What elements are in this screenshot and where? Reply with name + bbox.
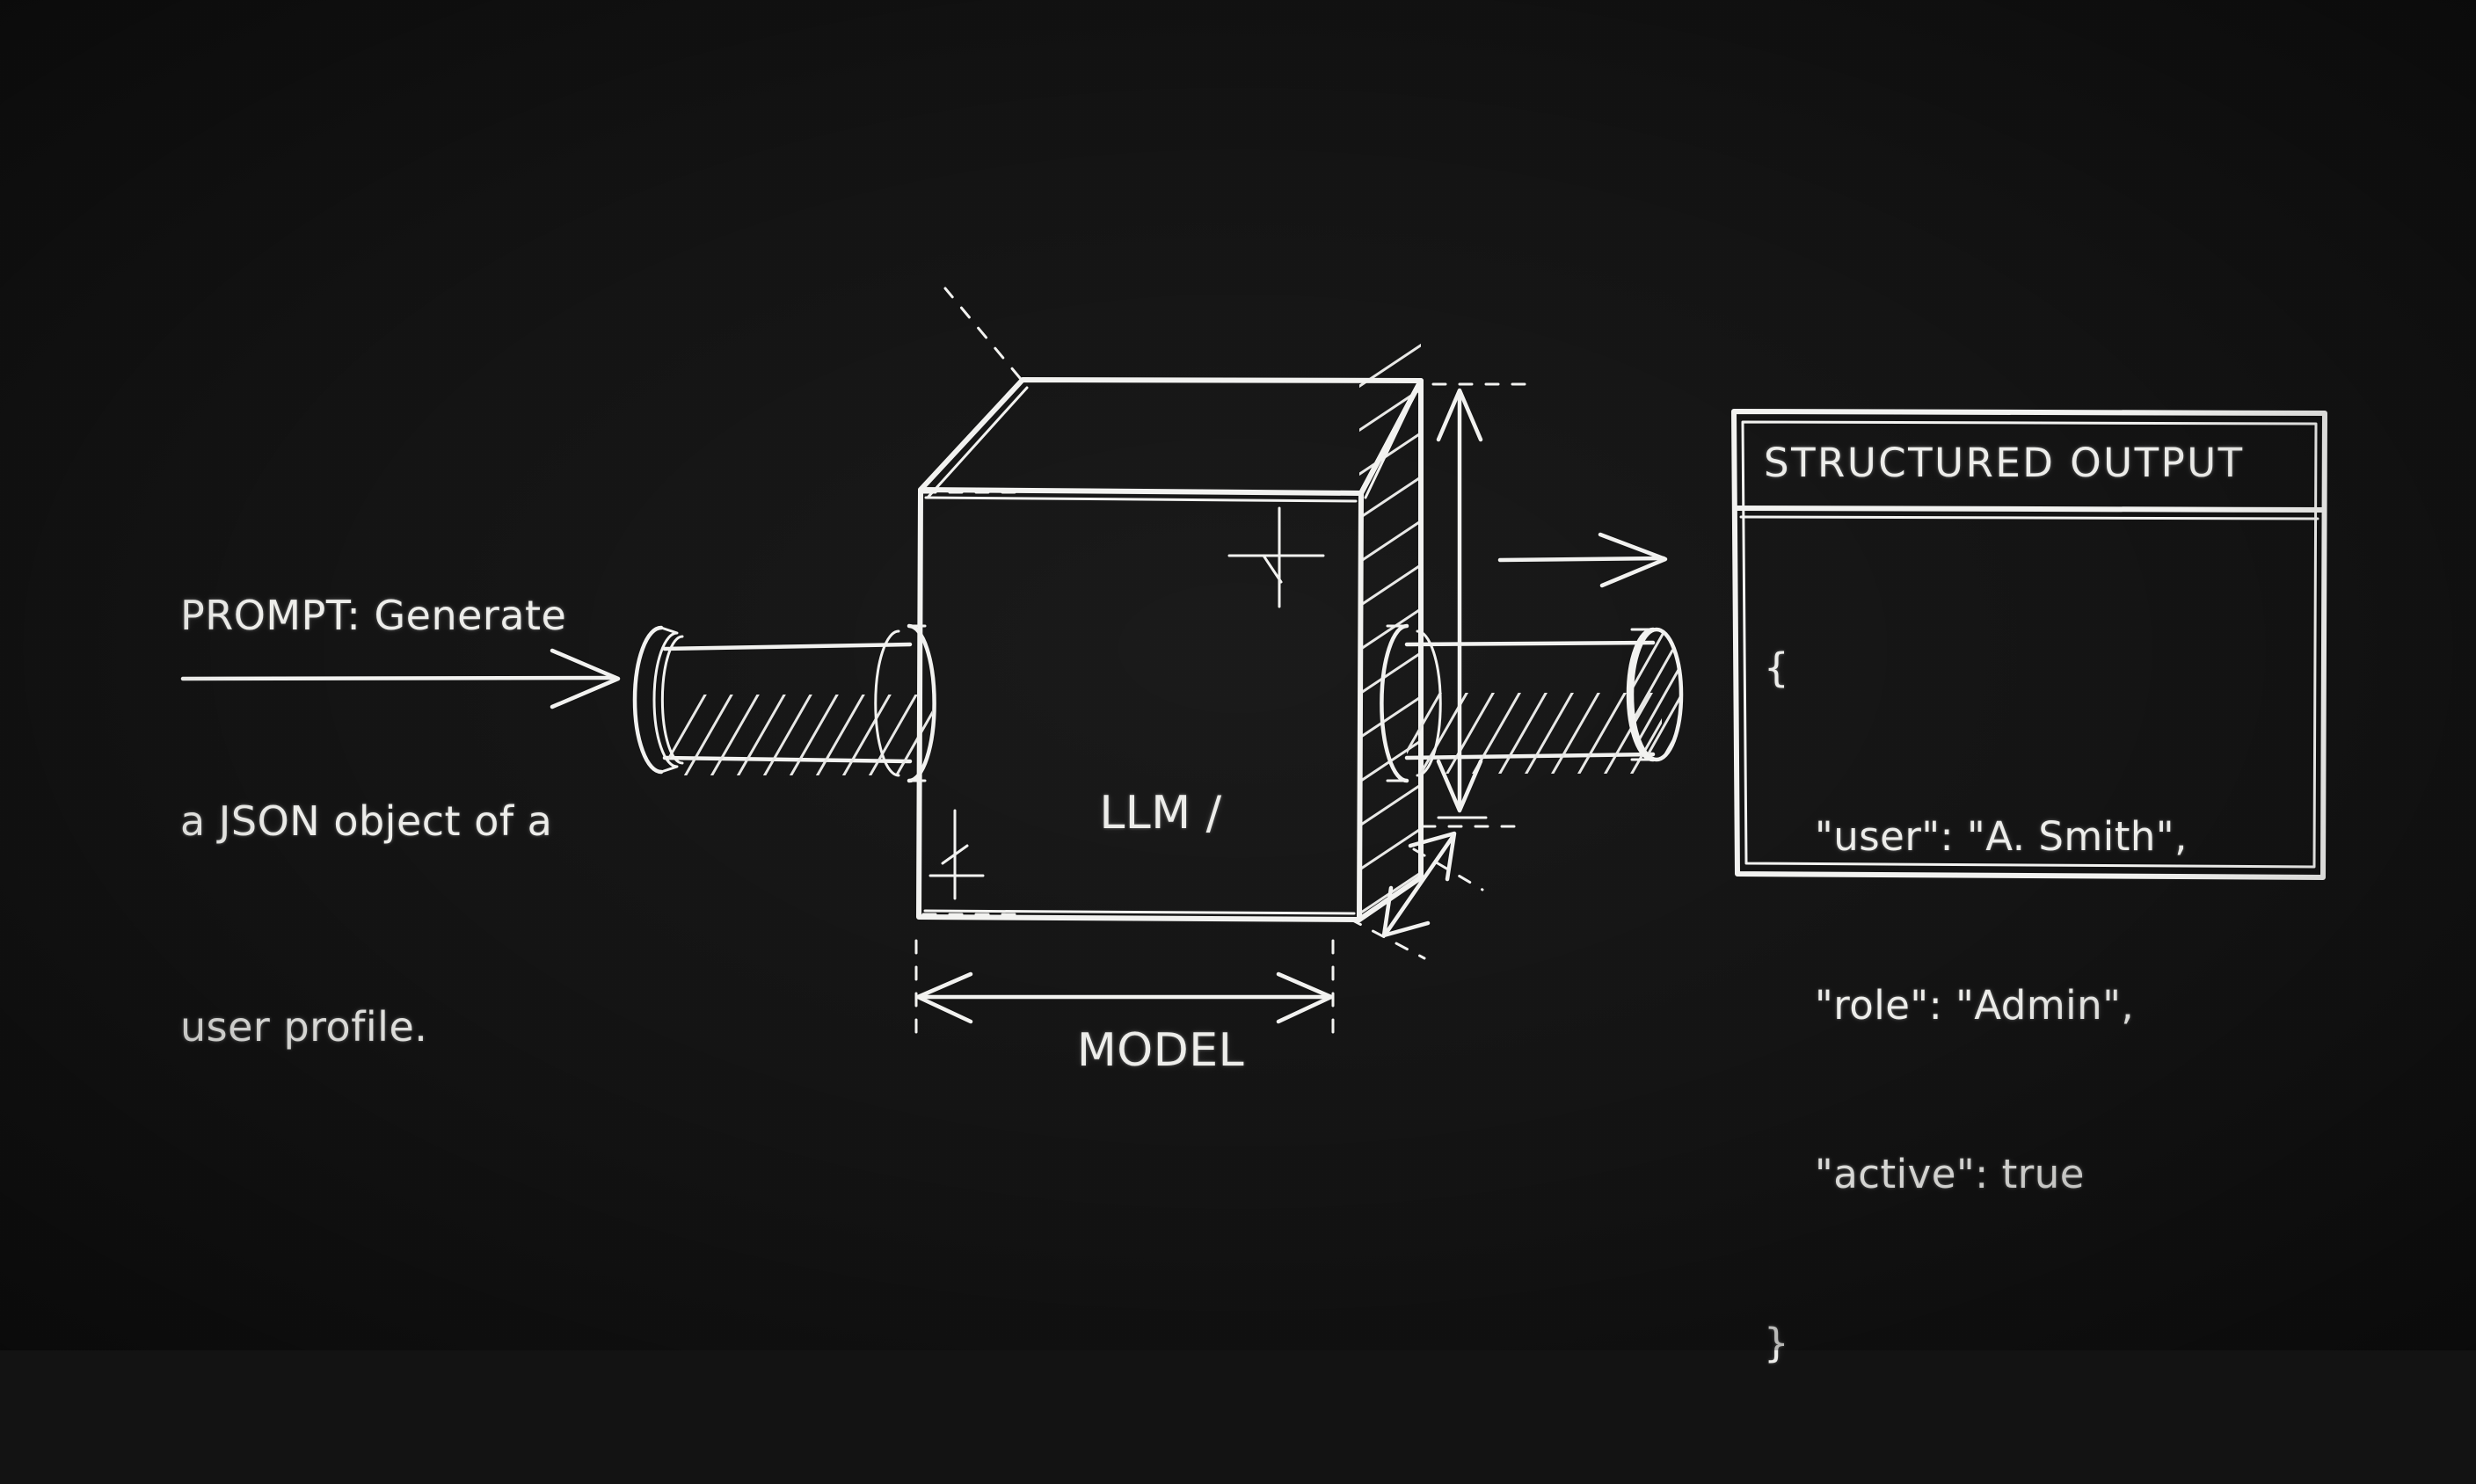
- output-inner-flange-double: [1416, 629, 1442, 777]
- top-diagonal-dash: [943, 287, 1022, 380]
- panel-inner-border: [1741, 420, 2318, 869]
- width-dimension-arrow: [915, 971, 1334, 1024]
- panel-title-divider-double: [1739, 515, 2319, 520]
- panel-outer-border: [1731, 409, 2327, 880]
- input-shaft-bottom-edge: [662, 755, 913, 764]
- depth-dim-arrowhead-lower: [1381, 885, 1431, 938]
- depth-dimension-arrow: [1381, 831, 1457, 938]
- llm-model-label-line-1: LLM /: [1099, 787, 1222, 840]
- cube-front-bottom-double: [923, 909, 1356, 915]
- input-arrow-shaft: [180, 675, 618, 681]
- prompt-line-1: PROMPT: Generate: [180, 592, 567, 639]
- height-dim-arrowhead-bottom: [1436, 759, 1483, 813]
- json-line-user: "user": "A. Smith",: [1815, 813, 2188, 860]
- input-shaft: [632, 623, 936, 783]
- cube-top-right-double: [1364, 389, 1418, 499]
- drawing-layer: [180, 287, 2327, 1048]
- crosshair-top-right-icon: [1227, 506, 1325, 608]
- input-flange-lip: [660, 635, 684, 765]
- prompt-input-arrow: [180, 648, 621, 709]
- structured-output-title: STRUCTURED OUTPUT: [1764, 440, 2245, 486]
- cube-side-hatching: [1359, 338, 1421, 921]
- panel-title-divider: [1733, 506, 2327, 513]
- height-dim-arrowhead-top: [1436, 388, 1483, 442]
- prompt-line-3: user profile.: [180, 1003, 428, 1051]
- structured-output-arrow: [1497, 532, 1668, 588]
- structured-output-panel-frame: [1731, 409, 2327, 880]
- json-close-brace: }: [1764, 1320, 1790, 1366]
- llm-model-label: LLM / MODEL: [1029, 615, 1293, 1248]
- input-flange-outer: [632, 625, 664, 775]
- output-shaft-top-edge: [1404, 640, 1656, 647]
- output-arrow-head: [1598, 532, 1668, 588]
- json-line-active: "active": true: [1815, 1151, 2085, 1197]
- cube-top-left-double: [926, 386, 1029, 499]
- output-shaft-bottom-edge: [1404, 752, 1656, 760]
- output-endcap-inner: [1626, 627, 1656, 762]
- width-dim-arrowhead-right: [1276, 971, 1334, 1024]
- structured-output-json: { "user": "A. Smith", "role": "Admin", "…: [1764, 527, 2188, 1484]
- width-dim-arrowhead-left: [915, 971, 973, 1024]
- height-dimension-arrow: [1436, 388, 1488, 819]
- crosshair-bottom-left-icon: [928, 809, 985, 900]
- output-shaft: [1380, 623, 1684, 783]
- prompt-line-2: a JSON object of a: [180, 797, 553, 845]
- llm-model-label-line-2: MODEL: [1076, 1024, 1245, 1077]
- input-shaft-top-edge: [662, 642, 913, 651]
- prompt-annotation: PROMPT: Generate a JSON object of a user…: [180, 444, 566, 1198]
- json-open-brace: {: [1764, 644, 1790, 691]
- input-arrow-head: [550, 648, 621, 709]
- input-flange-inner: [652, 626, 679, 774]
- input-inner-flange-left: [874, 629, 900, 777]
- depth-dim-arrowhead-upper: [1408, 831, 1457, 882]
- cube-top-face: [918, 377, 1424, 496]
- output-inner-flange: [1380, 623, 1409, 783]
- sketch-canvas: PROMPT: Generate a JSON object of a user…: [0, 0, 2476, 1366]
- input-shaft-hatching: [668, 695, 932, 775]
- depth-dim-line: [1383, 834, 1455, 936]
- output-arrow-shaft: [1497, 556, 1666, 563]
- json-line-role: "role": "Admin",: [1815, 982, 2135, 1029]
- cube-front-top-double: [924, 496, 1358, 503]
